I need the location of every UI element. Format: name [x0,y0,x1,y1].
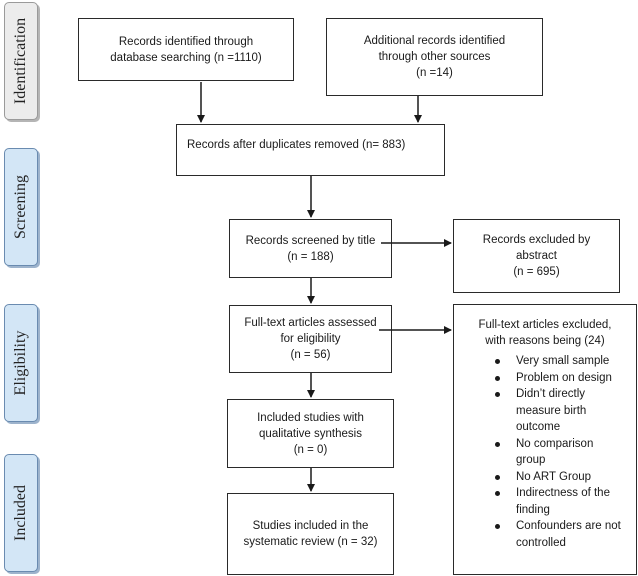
exclusion-reason: Didn’t directly measure birth outcome [460,386,630,436]
stage-eligibility: Eligibility [4,304,38,422]
box-qualitative-synthesis: Included studies with qualitative synthe… [227,399,394,468]
box-screened-line2: (n = 188) [287,250,334,263]
box-fulltext-assessed: Full-text articles assessed for eligibil… [229,305,392,373]
box-duplicates-removed: Records after duplicates removed (n= 883… [176,124,445,176]
box-qualitative-line2: qualitative synthesis [259,427,362,440]
box-fulltext-excluded-line2: with reasons being (24) [485,335,605,347]
box-other-line2: through other sources [378,51,491,63]
box-systematic-line1: Studies included in the [252,520,369,532]
box-fulltext-line1: Full-text articles assessed [244,317,377,329]
exclusion-reason: Indirectness of the finding [460,485,630,518]
box-qualitative-line3: (n = 0) [293,443,328,456]
stage-identification: Identification [4,2,38,120]
box-excluded-abstract-line1: Records excluded by [482,234,591,246]
box-fulltext-excluded-line1: Full-text articles excluded, [478,319,612,331]
exclusion-reason: Very small sample [460,353,630,370]
box-fulltext-line2: for eligibility [280,333,341,345]
box-database-records: Records identified through database sear… [78,18,294,81]
exclusion-reasons-list: Very small sample Problem on design Didn… [460,353,630,551]
box-screened-by-title: Records screened by title (n = 188) [229,219,392,278]
box-other-line1: Additional records identified [363,35,506,47]
box-excluded-abstract-line2: abstract [516,250,557,262]
box-screened-line1: Records screened by title [245,234,376,247]
box-duplicates-line1: Records after duplicates removed (n= 883… [187,139,406,151]
box-systematic-line2: systematic review (n = 32) [243,536,378,548]
exclusion-reason: Problem on design [460,370,630,387]
box-fulltext-excluded: Full-text articles excluded, with reason… [453,304,637,575]
box-excluded-abstract-line3: (n = 695) [513,266,560,278]
stage-screening: Screening [4,148,38,266]
exclusion-reason: No comparison group [460,436,630,469]
stage-included: Included [4,454,38,572]
box-fulltext-line3: (n = 56) [290,349,331,361]
box-qualitative-line1: Included studies with [257,411,364,424]
exclusion-reason: No ART Group [460,469,630,486]
box-other-sources: Additional records identified through ot… [326,18,543,96]
box-database-line2: database searching (n =1110) [110,51,262,64]
exclusion-reason: Confounders are not controlled [460,518,630,551]
box-database-line1: Records identified through [118,35,254,48]
box-systematic-review: Studies included in the systematic revie… [227,493,394,575]
box-excluded-by-abstract: Records excluded by abstract (n = 695) [453,219,620,293]
box-other-line3: (n =14) [416,67,453,79]
